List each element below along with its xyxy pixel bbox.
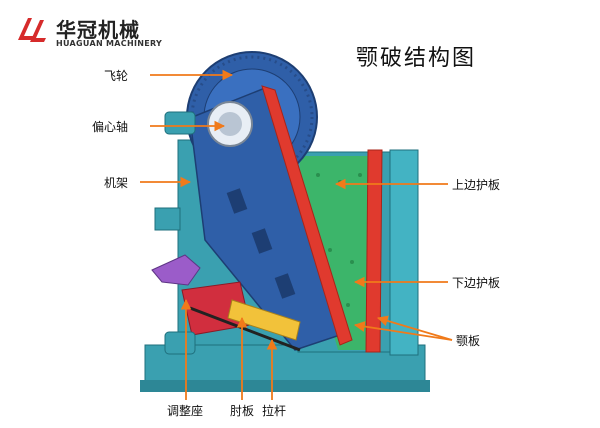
- label-tension-rod: 拉杆: [262, 404, 287, 418]
- label-eccentric-shaft: 偏心轴: [92, 120, 129, 134]
- lower-pipe: [164, 331, 196, 355]
- spring-hook: [151, 254, 201, 286]
- tension-rod: [189, 306, 301, 352]
- label-frame: 机架: [104, 176, 129, 190]
- toggle-plate: [227, 299, 301, 341]
- brand-logo: 华冠机械 HUAGUAN MACHINERY: [14, 12, 174, 52]
- brand-name-cn: 华冠机械: [56, 18, 140, 42]
- label-adjusting-seat: 调整座: [167, 404, 204, 418]
- label-jaw-plate: 颚板: [456, 334, 481, 348]
- callout-arrows: [140, 69, 453, 400]
- label-lower-guard-plate: 下边护板: [452, 276, 501, 290]
- label-toggle-plate: 肘板: [230, 404, 255, 418]
- brand-name-en: HUAGUAN MACHINERY: [56, 39, 163, 48]
- label-flywheel: 飞轮: [104, 69, 129, 83]
- fixed-jaw-plate: [365, 149, 383, 353]
- swing-jaw: [189, 85, 353, 351]
- label-upper-guard-plate: 上边护板: [452, 178, 501, 192]
- crushing-chamber: [300, 156, 372, 350]
- brand-mark-icon: [18, 18, 46, 42]
- diagram-title: 颚破结构图: [356, 46, 477, 71]
